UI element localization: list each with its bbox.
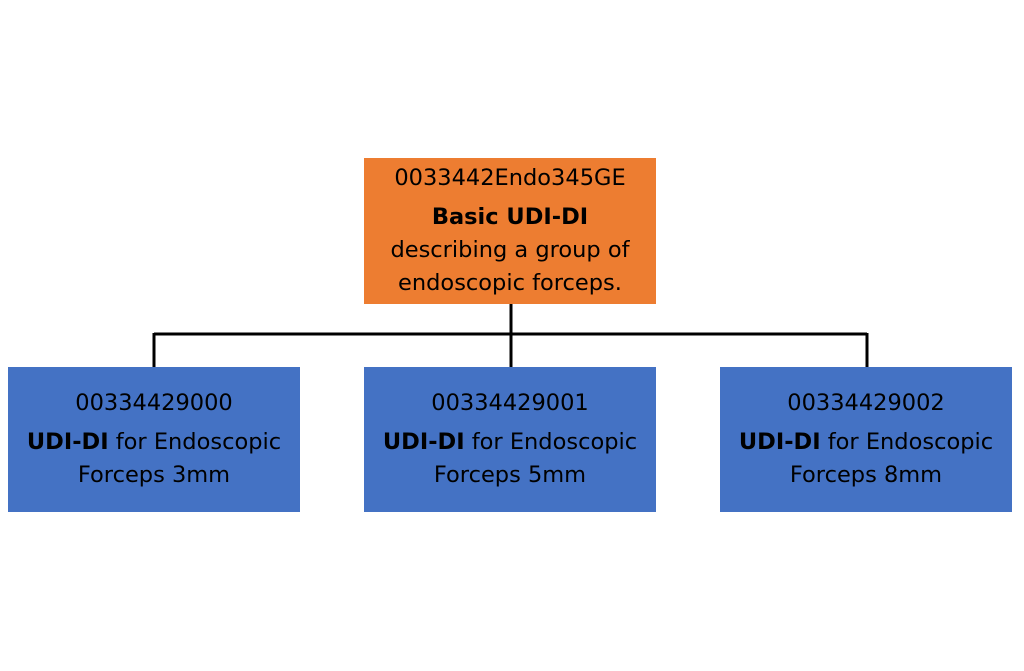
basic-udi-di-label-bold: Basic UDI-DI (431, 204, 589, 230)
udi-di-code: 00334429000 (75, 390, 233, 416)
udi-di-description: UDI-DI for Endoscopic Forceps 5mm (372, 426, 648, 492)
udi-di-code: 00334429002 (787, 390, 945, 416)
basic-udi-di-box: 0033442Endo345GE Basic UDI-DI describing… (364, 158, 656, 304)
basic-udi-di-description: Basic UDI-DI describing a group of endos… (370, 201, 650, 300)
udi-di-label-rest: for Endoscopic Forceps 5mm (433, 429, 638, 488)
basic-udi-di-code: 0033442Endo345GE (394, 165, 626, 191)
udi-di-box-5mm: 00334429001 UDI-DI for Endoscopic Forcep… (364, 367, 656, 512)
udi-di-box-3mm: 00334429000 UDI-DI for Endoscopic Forcep… (8, 367, 300, 512)
udi-di-label-bold: UDI-DI (26, 429, 109, 455)
udi-di-code: 00334429001 (431, 390, 589, 416)
basic-udi-di-label-rest: describing a group of endoscopic forceps… (390, 237, 630, 296)
udi-di-label-rest: for Endoscopic Forceps 8mm (789, 429, 994, 488)
udi-di-box-8mm: 00334429002 UDI-DI for Endoscopic Forcep… (720, 367, 1012, 512)
udi-di-description: UDI-DI for Endoscopic Forceps 8mm (728, 426, 1004, 492)
udi-di-label-bold: UDI-DI (738, 429, 821, 455)
udi-di-description: UDI-DI for Endoscopic Forceps 3mm (16, 426, 292, 492)
udi-di-label-rest: for Endoscopic Forceps 3mm (77, 429, 282, 488)
udi-di-label-bold: UDI-DI (382, 429, 465, 455)
